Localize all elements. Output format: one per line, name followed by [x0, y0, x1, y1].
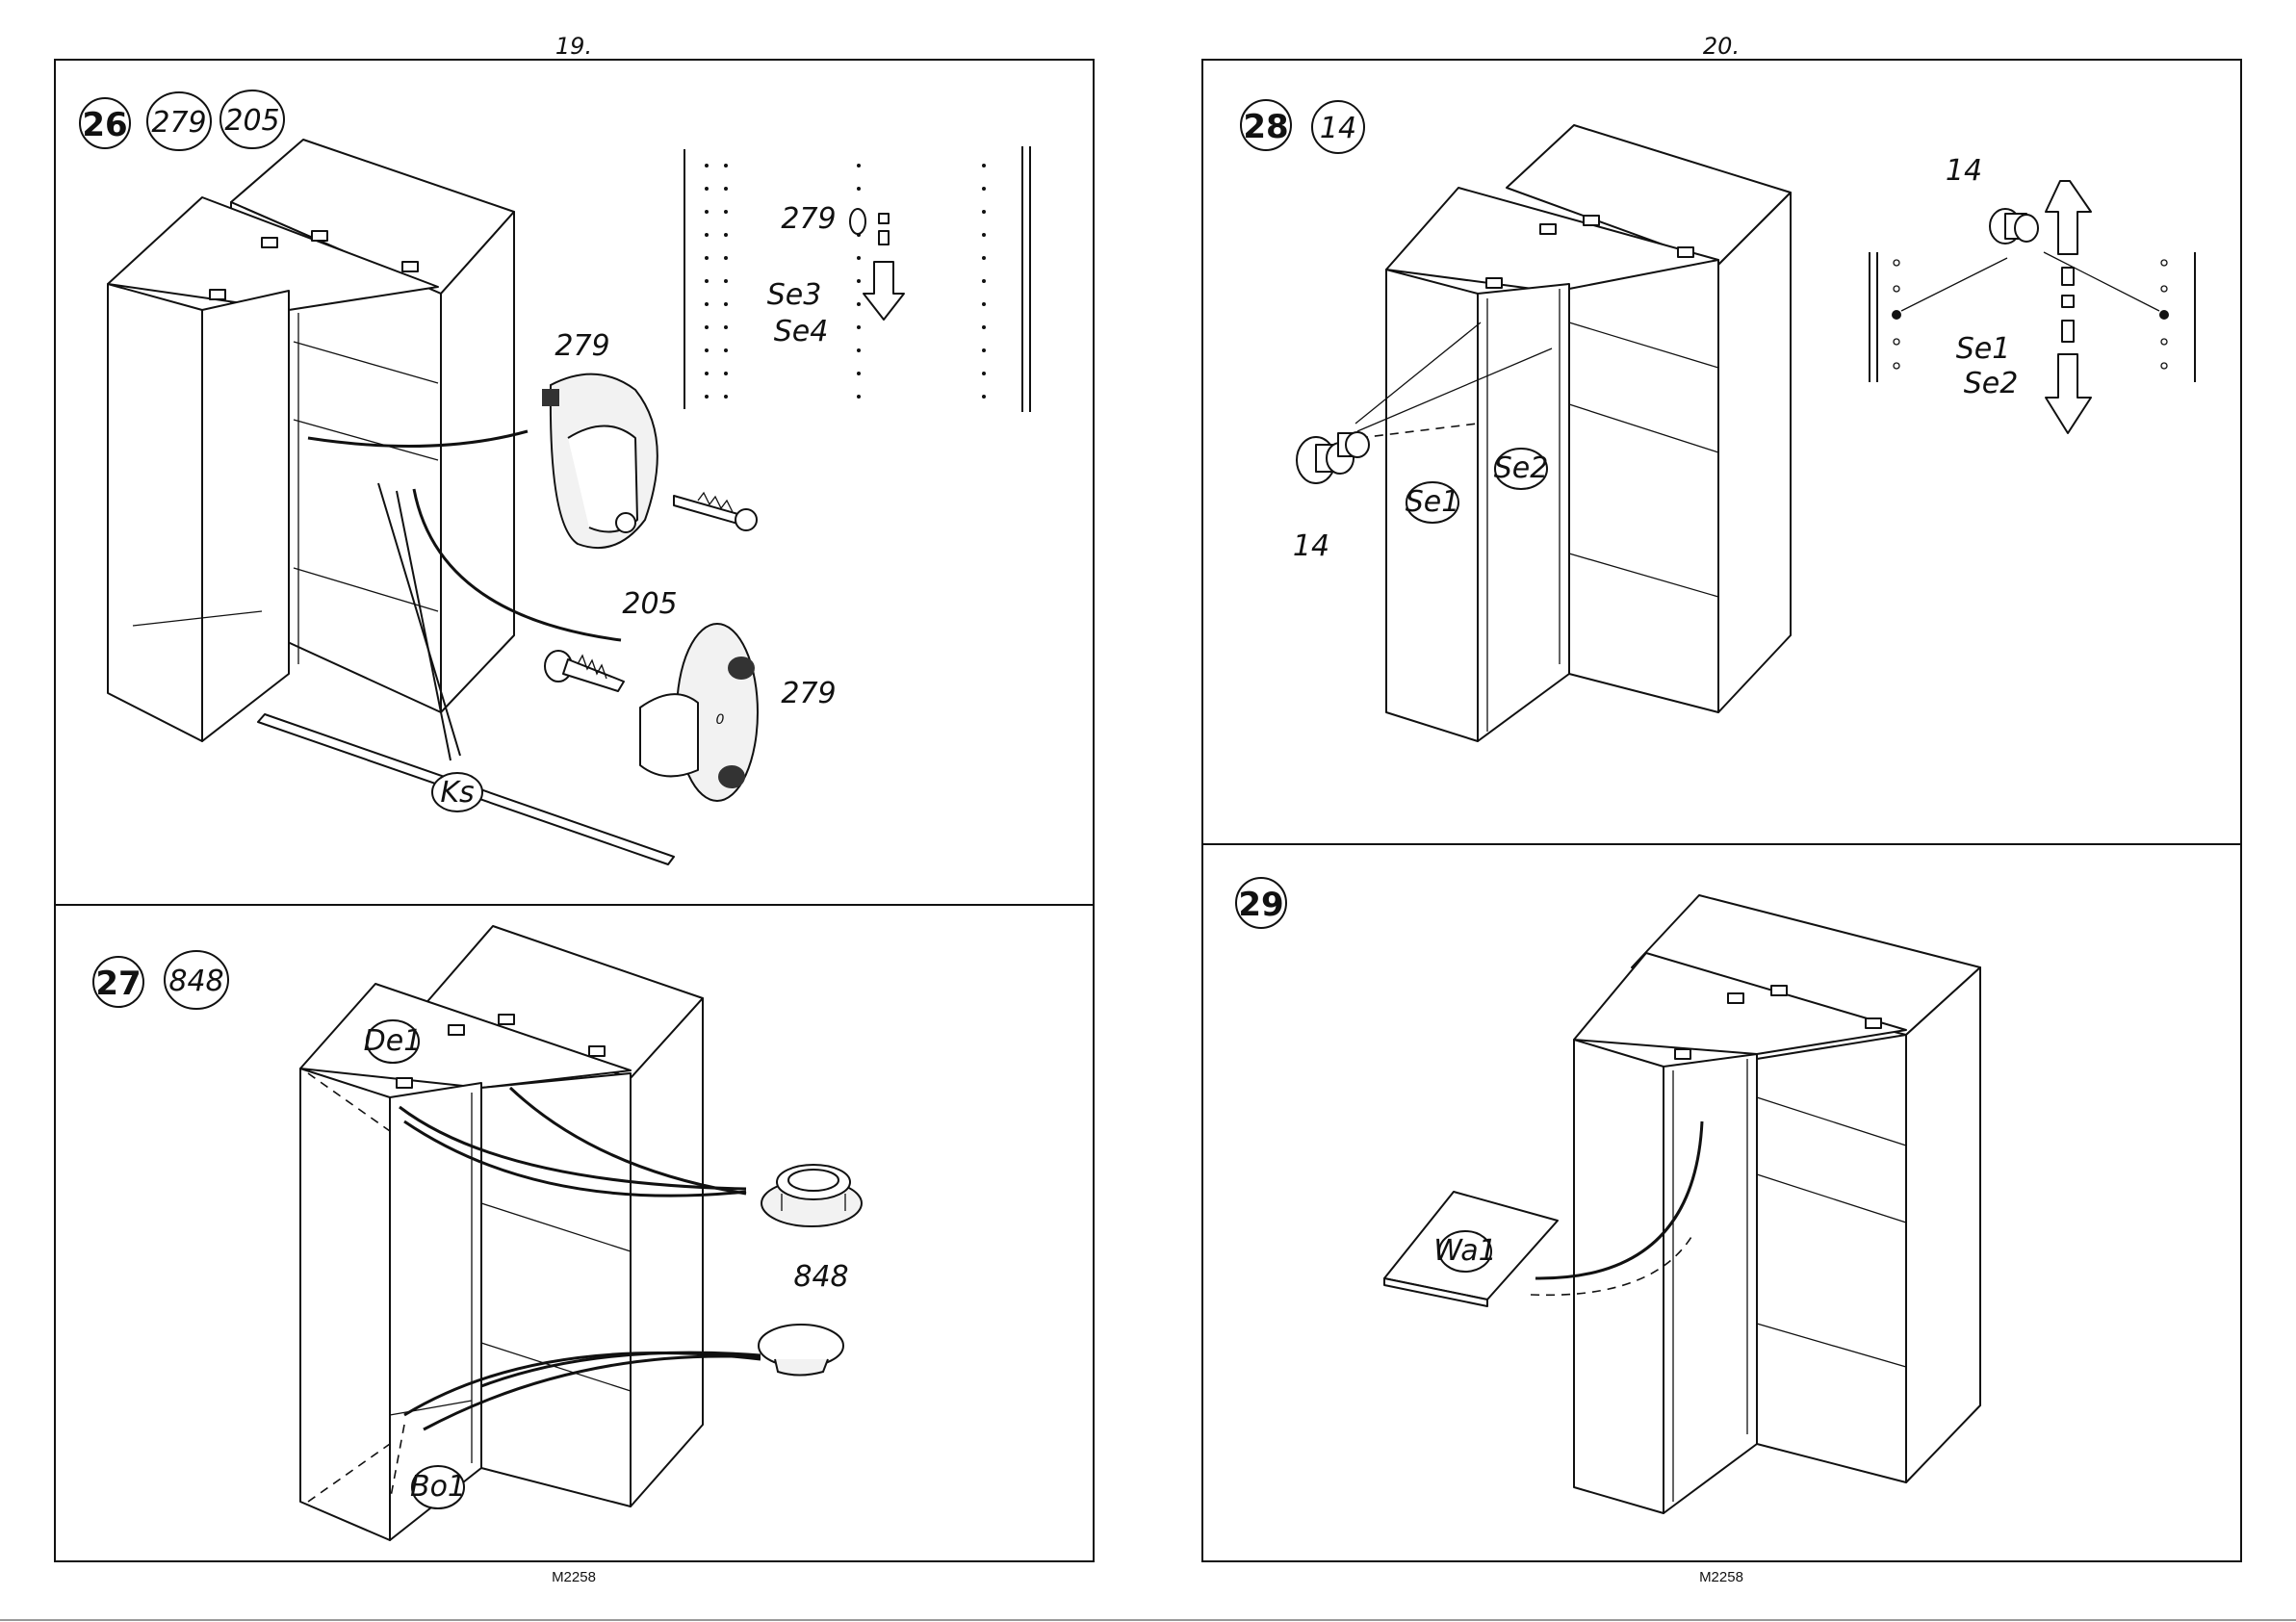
- part-ref-14: 14: [1320, 112, 1356, 145]
- page-number-right: 20.: [1703, 33, 1740, 60]
- screw-illustration: [674, 493, 757, 530]
- label-cam-279-b: 279: [781, 677, 836, 710]
- down-arrow-icon: [864, 262, 904, 320]
- dowel-14-illustration: [1297, 432, 1369, 483]
- label-se1: Se1: [1406, 485, 1460, 519]
- footer-code-right: M2258: [1699, 1569, 1743, 1585]
- part-ref-848: 848: [168, 965, 223, 998]
- up-arrow-icon: [2046, 181, 2091, 254]
- step-26-number: 26: [82, 106, 127, 144]
- step-26: 26 279 205: [80, 90, 1030, 864]
- rod-ks-illustration: Ks: [258, 714, 674, 864]
- cam-fitting-279-b: 0 279: [640, 624, 837, 801]
- step-29-number: 29: [1238, 886, 1283, 924]
- label-se2: Se2: [1494, 451, 1549, 485]
- label-rod-ks: Ks: [440, 776, 474, 810]
- label-bo1: Bo1: [410, 1470, 466, 1504]
- step-28-number: 28: [1243, 108, 1288, 146]
- detail-label-se1: Se1: [1956, 332, 2011, 366]
- detail-label-279: 279: [781, 202, 836, 236]
- wall-panel-wa1-illustration: Wa1: [1384, 1192, 1558, 1306]
- label-cam-279-a: 279: [555, 329, 609, 363]
- corner-cabinet-illustration: [108, 140, 514, 741]
- cam-fitting-279-a: 279: [542, 329, 658, 548]
- detail-label-se4: Se4: [774, 315, 829, 348]
- label-de1: De1: [364, 1024, 423, 1058]
- page-number-left: 19.: [555, 33, 592, 60]
- down-arrow-icon-28: [2046, 354, 2091, 433]
- step-29: 29 Wa1: [1236, 878, 1980, 1513]
- detail-hole-pattern-28: 14 Se1 Se2: [1870, 154, 2195, 433]
- detail-label-se3: Se3: [767, 278, 822, 312]
- label-screw-205: 205: [622, 587, 677, 621]
- detail-hole-pattern-26: 279 Se3 Se4: [684, 146, 1030, 412]
- step-28: 28 14 14: [1241, 100, 2195, 741]
- part-ref-205: 205: [224, 104, 279, 138]
- detail-label-se2: Se2: [1964, 367, 2019, 400]
- label-dowel-14: 14: [1293, 529, 1329, 563]
- label-wa1: Wa1: [1433, 1234, 1497, 1268]
- corner-cabinet-illustration-29: [1574, 895, 1980, 1513]
- footer-code-left: M2258: [552, 1569, 596, 1585]
- grommet-848-illustration: [761, 1165, 862, 1226]
- label-grommet-848: 848: [793, 1260, 848, 1294]
- step-27-number: 27: [95, 965, 141, 1003]
- svg-text:0: 0: [716, 712, 725, 728]
- part-ref-279: 279: [151, 106, 206, 140]
- cap-848-illustration: [759, 1325, 843, 1376]
- corner-cabinet-illustration-27: [300, 926, 703, 1540]
- detail-label-14: 14: [1946, 154, 1982, 188]
- corner-cabinet-illustration-28: [1386, 125, 1791, 741]
- step-27: 27 848 De1 Bo1: [93, 926, 862, 1540]
